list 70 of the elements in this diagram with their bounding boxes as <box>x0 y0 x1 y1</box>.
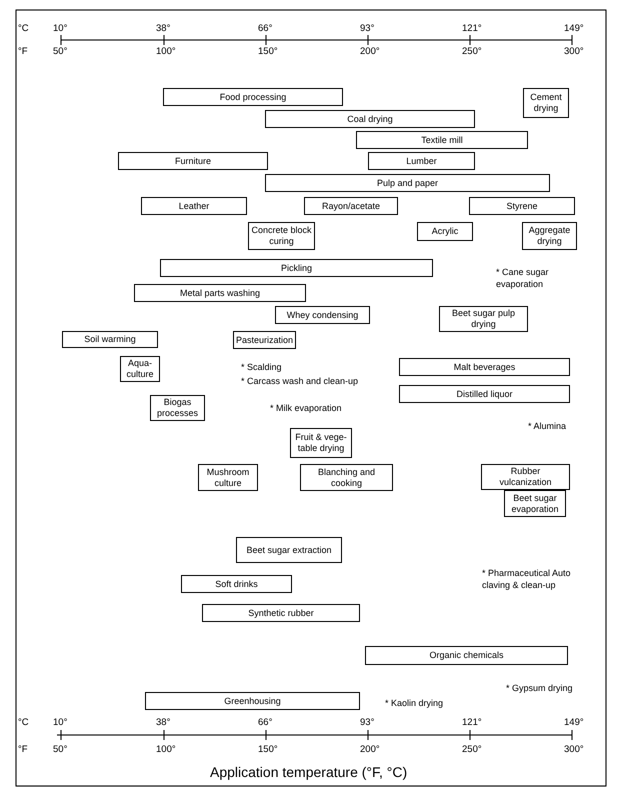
axis-tick-label: 50° <box>53 744 68 755</box>
axis-tick-label: 250° <box>462 744 482 755</box>
application-note: * Cane sugar evaporation <box>496 266 550 290</box>
application-range-box: Biogas processes <box>150 395 205 421</box>
application-range-box: Rubber vulcanization <box>481 464 570 490</box>
application-range-box: Synthetic rubber <box>202 604 360 622</box>
application-range-box: Acrylic <box>417 222 473 241</box>
application-note: * Carcass wash and clean-up <box>241 375 358 387</box>
axis-tick-label: 93° <box>360 23 374 34</box>
axis-tick-label: °F <box>18 46 28 57</box>
axis-tick-label: 200° <box>360 46 380 57</box>
application-range-box: Beet sugar evaporation <box>504 490 566 517</box>
axis-tick-label: °C <box>18 717 29 728</box>
application-range-box: Coal drying <box>265 110 475 128</box>
axis-tick-label: 149° <box>564 23 584 34</box>
application-range-box: Styrene <box>469 197 575 215</box>
application-range-box: Pickling <box>160 259 433 277</box>
application-note: * Kaolin drying <box>385 697 444 709</box>
application-range-box: Food processing <box>163 88 343 106</box>
axis-tick-label: 300° <box>564 744 584 755</box>
application-note: * Scalding <box>241 361 282 373</box>
application-range-box: Greenhousing <box>145 692 360 710</box>
axis-tick-label: 100° <box>156 744 176 755</box>
axis-tick-label: 93° <box>360 717 374 728</box>
application-range-box: Blanching and cooking <box>300 464 393 491</box>
axis-tick-label: 150° <box>258 744 278 755</box>
application-range-box: Distilled liquor <box>399 385 570 403</box>
application-range-box: Organic chemicals <box>365 646 568 665</box>
application-range-box: Soil warming <box>62 331 158 348</box>
application-note: * Pharmaceutical Auto claving & clean-up <box>482 567 572 591</box>
application-range-box: Rayon/acetate <box>304 197 398 215</box>
axis-tick-label: 10° <box>53 23 68 34</box>
axis-tick-label: 66° <box>258 23 272 34</box>
axis-title: Application temperature (°F, °C) <box>210 764 408 780</box>
application-range-box: Concrete block curing <box>248 222 315 250</box>
application-note: * Gypsum drying <box>506 682 573 694</box>
application-range-box: Leather <box>141 197 247 215</box>
axis-tick-label: °C <box>18 23 29 34</box>
axis-tick-label: 38° <box>156 717 170 728</box>
application-range-box: Fruit & vege-table drying <box>290 428 352 458</box>
axis-tick-label: °F <box>18 744 28 755</box>
application-range-box: Textile mill <box>356 131 528 149</box>
application-range-box: Pulp and paper <box>265 174 550 192</box>
axis-tick-label: 100° <box>156 46 176 57</box>
application-range-box: Soft drinks <box>181 575 292 593</box>
application-range-box: Cement drying <box>523 88 569 118</box>
axis-tick-label: 200° <box>360 744 380 755</box>
application-range-box: Pasteurization <box>233 331 296 349</box>
application-note: * Alumina <box>528 420 566 432</box>
application-range-box: Beet sugar extraction <box>236 537 342 563</box>
application-range-box: Aggregate drying <box>522 222 577 250</box>
axis-tick-label: 121° <box>462 23 482 34</box>
axis-tick-label: 250° <box>462 46 482 57</box>
axis-tick-label: 150° <box>258 46 278 57</box>
axis-tick-label: 10° <box>53 717 68 728</box>
application-note: * Milk evaporation <box>270 402 342 414</box>
axis-tick-label: 50° <box>53 46 68 57</box>
application-range-box: Whey condensing <box>275 306 370 324</box>
application-range-box: Furniture <box>118 152 268 170</box>
application-range-box: Aqua-culture <box>120 356 160 382</box>
axis-tick-label: 300° <box>564 46 584 57</box>
axis-tick-label: 38° <box>156 23 170 34</box>
axis-tick-label: 66° <box>258 717 272 728</box>
application-range-box: Malt beverages <box>399 358 570 376</box>
application-range-box: Lumber <box>368 152 475 170</box>
axis-tick-label: 121° <box>462 717 482 728</box>
axis-tick-label: 149° <box>564 717 584 728</box>
application-range-box: Metal parts washing <box>134 284 306 302</box>
application-range-box: Mushroom culture <box>198 464 258 491</box>
application-range-box: Beet sugar pulp drying <box>439 306 528 332</box>
